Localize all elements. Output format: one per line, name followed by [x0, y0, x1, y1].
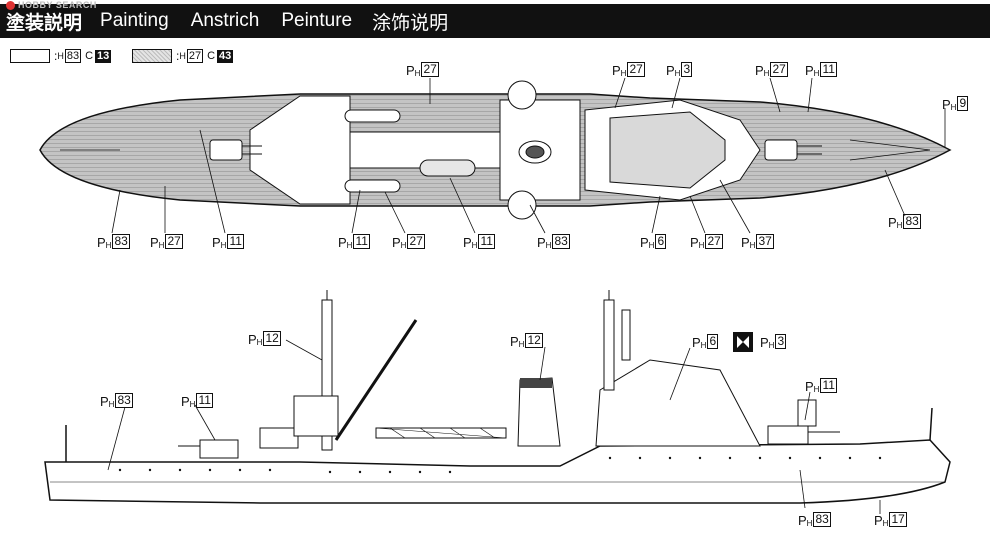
legend-h-code: 27 [186, 49, 204, 63]
legend-h-code: 83 [64, 49, 82, 63]
legend-h-label: H [179, 51, 186, 61]
header-bar: 塗装説明 Painting Anstrich Peinture 涂饰说明 [0, 4, 990, 38]
watermark-text: HOBBY SEARCH [18, 0, 97, 10]
title-chinese: 涂饰说明 [372, 12, 449, 34]
top-aa-mount-2 [507, 190, 537, 220]
side-leader-lines [107, 339, 881, 514]
top-bridge-detail [609, 111, 726, 189]
bowtie-divider-icon [733, 332, 753, 352]
top-boat-3 [419, 159, 476, 177]
watermark: HOBBY SEARCH [6, 0, 97, 10]
top-view [39, 77, 952, 234]
side-portholes [118, 456, 882, 474]
side-fwd-turret [767, 425, 809, 445]
side-view [44, 290, 951, 514]
title-japanese: 塗装説明 [6, 12, 83, 34]
title-english: Painting [100, 10, 169, 31]
top-boat-2 [344, 179, 401, 193]
top-aa-mount-1 [507, 80, 537, 110]
legend-item-white: : H 83 C 13 [10, 47, 112, 65]
top-turret-aft-1 [209, 139, 243, 161]
legend-c-label: C [207, 50, 216, 62]
legend-colon: : [176, 49, 180, 63]
top-leader-lines [111, 77, 946, 234]
legend-c-code: 13 [95, 49, 112, 63]
hobby-search-logo-icon [6, 0, 15, 10]
side-aft-turret-2 [259, 427, 299, 449]
top-boat-1 [344, 109, 401, 123]
side-bridge [595, 359, 761, 447]
side-hull [44, 439, 951, 504]
title-french: Peinture [281, 10, 353, 31]
legend-colon: : [54, 49, 58, 63]
legend-h-label: H [57, 51, 64, 61]
legend-item-grey: : H 27 C 43 [132, 47, 234, 65]
side-crane-boom [334, 319, 418, 441]
legend-c-label: C [85, 50, 94, 62]
title-german: Anstrich [190, 10, 260, 31]
side-foremast [603, 299, 615, 391]
top-forward-superstructure [249, 95, 351, 205]
legend-swatch-white [10, 49, 50, 63]
legend-swatch-grey [132, 49, 172, 63]
side-aft-turret [199, 439, 239, 459]
side-funnel [517, 377, 561, 447]
top-turret-fwd-1 [764, 139, 798, 161]
legend-c-code: 43 [217, 49, 234, 63]
